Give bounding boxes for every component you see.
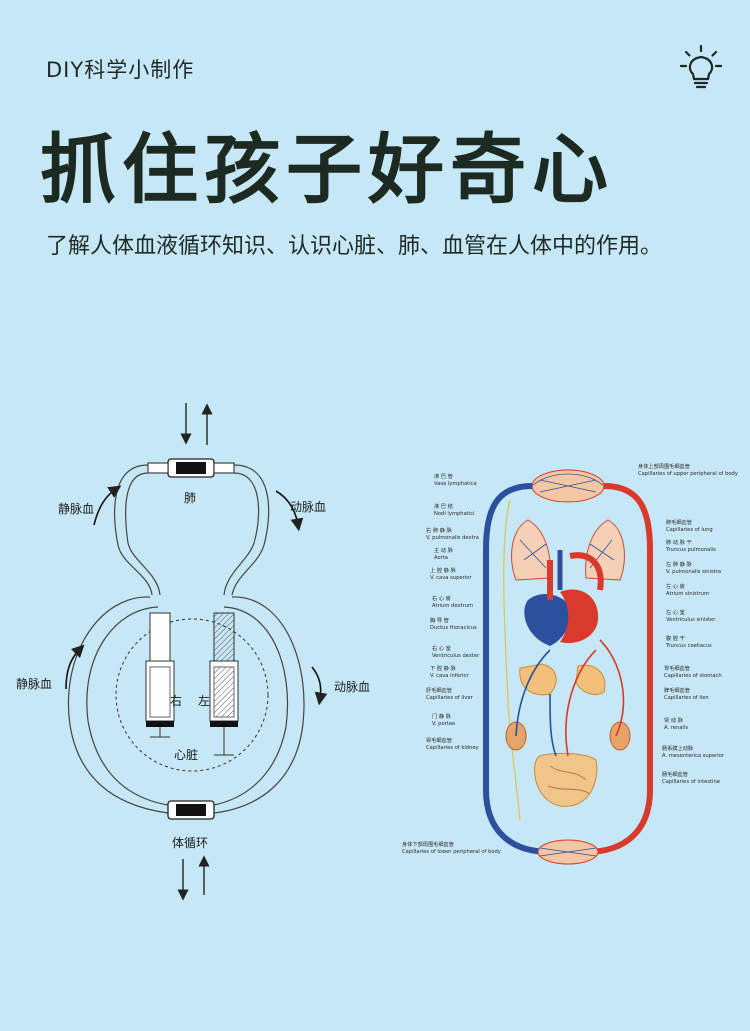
heart-outline <box>115 618 269 772</box>
pulmonary-tubes <box>114 464 270 596</box>
chart-label-cn: 右 肺 静 脉 <box>426 526 453 534</box>
chart-label-en: Capillaries of kidney <box>426 745 479 751</box>
chart-label-en: V. cava superior <box>430 575 472 581</box>
chart-label-en: Aorta <box>434 555 448 561</box>
circulation-chart: 淋 巴 管 Vasa lymphatica 淋 巴 结 Nodi lymphat… <box>402 462 738 865</box>
chart-label-cn: 肠系膜上动脉 <box>662 744 694 752</box>
circulation-model-diagram: 肺 静脉血 动脉血 静脉血 动脉血 <box>16 403 370 901</box>
chart-label-cn: 肠毛细血管 <box>662 770 688 778</box>
top-flow-arrows <box>180 403 213 445</box>
subtitle: 了解人体血液循环知识、认识心脏、肺、血管在人体中的作用。 <box>46 234 663 259</box>
headline: 抓住孩子好奇心 <box>40 125 614 214</box>
chart-label-cn: 胸 导 管 <box>430 616 449 624</box>
chart-label-en: Capillaries of intestine <box>662 779 720 785</box>
chart-label-cn: 肾 动 脉 <box>664 716 684 724</box>
chart-label-en: Capillaries of liver <box>426 695 474 701</box>
chart-label-en: Truncus coeliacus <box>665 643 712 649</box>
chart-label-cn: 胃毛细血管 <box>664 664 690 672</box>
chart-label-en: Capillaries of lower peripheral of body <box>402 849 501 855</box>
systemic-tubes <box>68 596 305 814</box>
lung-label: 肺 <box>184 491 196 505</box>
chart-label-cn: 腹 腔 干 <box>666 634 685 642</box>
lungs <box>511 519 625 581</box>
chart-label-en: Ventriculus dexter <box>432 653 480 659</box>
lung-connector <box>147 458 235 478</box>
chart-label-cn: 淋 巴 结 <box>434 502 453 510</box>
chart-label-cn: 肺毛细血管 <box>666 518 692 526</box>
body-connector <box>167 800 215 820</box>
chart-label-en: Nodi lymphatici <box>434 511 475 517</box>
chart-label-en: Capillaries of lien <box>664 695 709 701</box>
chart-label-en: Atrium sinistrum <box>666 591 709 597</box>
chart-label-cn: 上 腔 静 脉 <box>430 566 457 574</box>
chart-label-en: A. renalis <box>664 725 688 731</box>
chart-label-cn: 身体下部周围毛细血管 <box>402 840 454 848</box>
heart-label: 心脏 <box>174 747 198 762</box>
chart-label-cn: 右 心 房 <box>432 594 451 602</box>
heart <box>524 550 604 646</box>
chart-label-en: Ductus thoracicus <box>430 625 477 631</box>
chart-label-cn: 身体上部周围毛细血管 <box>638 462 690 470</box>
venous-bottom-label: 静脉血 <box>16 676 52 691</box>
right-syringe <box>145 612 175 738</box>
artery-loop <box>585 483 653 855</box>
chart-label-en: Atrium dextrum <box>432 603 473 609</box>
chart-label-cn: 门 静 脉 <box>432 712 452 720</box>
right-chamber-label: 右 <box>170 693 182 708</box>
abdominal-organs <box>505 663 631 807</box>
vein-loop <box>483 483 551 855</box>
chart-label-cn: 左 心 室 <box>666 608 685 616</box>
arterial-bottom-label: 动脉血 <box>334 679 370 694</box>
bottom-flow-arrows <box>177 855 210 901</box>
chart-label-cn: 左 心 房 <box>666 582 685 590</box>
left-labels: 淋 巴 管 Vasa lymphatica 淋 巴 结 Nodi lymphat… <box>426 472 480 751</box>
chart-label-cn: 肾毛细血管 <box>426 736 452 744</box>
chart-label-en: V. cava inferior <box>430 673 470 679</box>
chart-label-cn: 右 心 室 <box>432 644 451 652</box>
chart-label-en: Truncus pulmonalis <box>665 547 716 553</box>
chart-label-en: Capillaries of stomach <box>664 673 722 679</box>
chart-label-en: V. portae <box>432 721 455 727</box>
chart-label-en: V. pulmonalis sinistra <box>666 569 721 575</box>
chart-label-cn: 下 腔 静 脉 <box>430 664 457 672</box>
chart-label-cn: 肝毛细血管 <box>426 686 452 694</box>
chart-label-en: Vasa lymphatica <box>434 481 477 487</box>
body-circulation-label: 体循环 <box>172 836 208 850</box>
chart-label-cn: 淋 巴 管 <box>434 472 453 480</box>
upper-capillaries <box>531 469 605 503</box>
right-labels: 身体上部周围毛细血管 Capillaries of upper peripher… <box>638 462 738 785</box>
chart-label-cn: 主 动 脉 <box>434 546 454 554</box>
chart-label-cn: 左 肺 静 脉 <box>666 560 693 568</box>
kicker-text: DIY科学小制作 <box>46 58 195 82</box>
lower-capillaries <box>537 839 599 865</box>
left-chamber-label: 左 <box>198 693 210 708</box>
chart-label-en: Capillaries of lung <box>666 527 713 533</box>
chart-label-cn: 脾毛细血管 <box>664 686 690 694</box>
chart-label-cn: 肺 动 脉 干 <box>666 538 692 546</box>
chart-label-en: A. mesenterica superior <box>662 753 725 759</box>
left-syringe <box>209 612 239 756</box>
chart-label-en: Capillaries of upper peripheral of body <box>638 471 738 477</box>
arterial-top-label: 动脉血 <box>290 499 326 514</box>
lightbulb-icon <box>680 44 722 89</box>
venous-top-label: 静脉血 <box>58 501 94 516</box>
chart-label-en: Ventriculus sinister <box>666 617 716 623</box>
chart-label-en: V. pulmonalis dextra <box>426 535 479 541</box>
